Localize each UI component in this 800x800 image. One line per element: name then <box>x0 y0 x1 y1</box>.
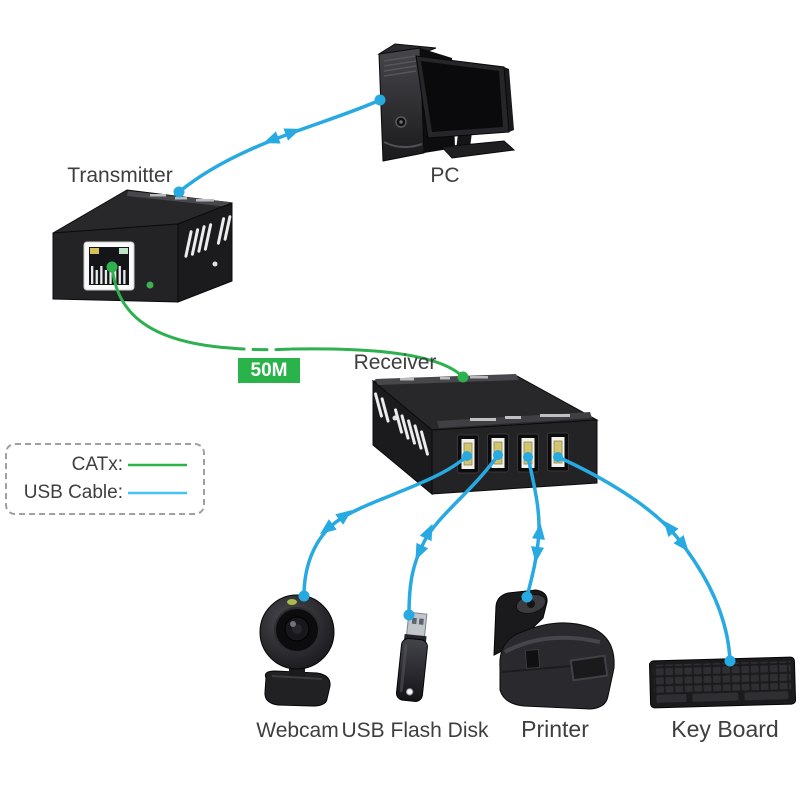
cable-endpoint-dot <box>106 261 118 273</box>
catx-cable <box>110 265 465 379</box>
tower-front <box>378 47 425 162</box>
catx-cable-solid-2 <box>290 347 465 379</box>
bidirectional-arrows <box>263 128 689 563</box>
printer-button-slot <box>524 648 541 669</box>
bidirectional-arrow <box>531 523 545 563</box>
legend-catx-label: CATx: <box>71 454 123 475</box>
bidirectional-arrow <box>415 523 433 561</box>
usb-cable-pc-transmitter <box>177 98 382 194</box>
catx-cable-dashed <box>228 346 294 352</box>
usb-endpoint-dots <box>173 94 736 667</box>
cable-endpoint-dot <box>173 186 185 198</box>
monitor-screen <box>421 61 503 132</box>
catx-cable-solid-1 <box>110 265 232 350</box>
legend-box: CATx: USB Cable: <box>5 443 205 515</box>
keyboard-label: Key Board <box>671 716 779 742</box>
keyboard-illustration <box>648 656 797 709</box>
usb-cable-receiver-keyboard <box>556 455 732 663</box>
receiver-label: Receiver <box>353 351 437 374</box>
cable-endpoint-dot <box>462 451 472 461</box>
webcam-base <box>264 670 331 707</box>
transmitter-label: Transmitter <box>67 164 173 187</box>
legend-row-usb: USB Cable: <box>7 482 203 504</box>
keyboard-keys <box>653 661 792 693</box>
cable-endpoint-dot <box>403 609 415 621</box>
cable-endpoint-dot <box>374 94 386 106</box>
paper-exit-slot <box>569 654 609 682</box>
cable-endpoint-dot <box>493 450 503 460</box>
transmitter-led-icon <box>146 281 154 289</box>
usb-flash-disk-label: USB Flash Disk <box>341 719 489 742</box>
receiver-vents <box>374 392 429 456</box>
catx-endpoint-dots <box>106 261 469 383</box>
legend-row-catx: CATx: <box>7 454 203 476</box>
cable-endpoint-dot <box>553 452 563 462</box>
usb-cable-receiver-printer <box>525 455 541 599</box>
legend-usb-line-swatch <box>128 491 187 495</box>
bidirectional-arrow <box>663 520 689 552</box>
usb-cable-receiver-flash-disk <box>407 453 500 617</box>
printer-label: Printer <box>521 716 589 742</box>
cable-endpoint-dot <box>457 371 469 383</box>
cable-endpoint-dot <box>523 452 533 462</box>
pc-illustration <box>377 43 516 162</box>
monitor-base <box>440 140 516 159</box>
cable-endpoint-dot <box>298 590 310 602</box>
webcam-illustration <box>259 594 335 707</box>
legend-usb-label: USB Cable: <box>23 482 123 503</box>
lanyard-hole <box>405 688 414 696</box>
cable-endpoint-dot <box>724 655 736 667</box>
cable-endpoint-dot <box>521 591 533 603</box>
bidirectional-arrow <box>263 128 301 144</box>
pc-label: PC <box>430 164 460 187</box>
spacebar-key <box>692 692 739 702</box>
transmitter-vents <box>184 215 232 267</box>
webcam-label: Webcam <box>256 719 339 742</box>
distance-badge: 50M <box>238 358 300 383</box>
bidirectional-arrow <box>320 509 352 535</box>
printer-illustration <box>493 589 615 710</box>
webcam-led-icon <box>287 599 297 605</box>
tower-vents <box>383 55 417 77</box>
legend-catx-line-swatch <box>128 463 187 467</box>
